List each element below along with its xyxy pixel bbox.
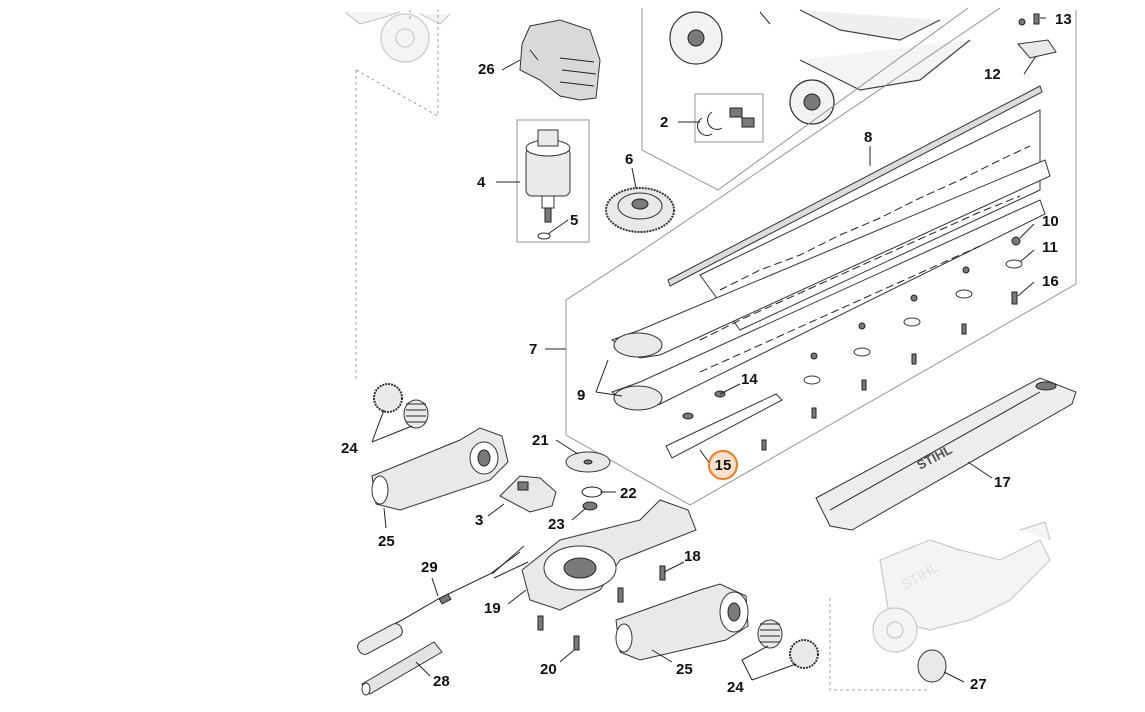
label-part-23: 23 (548, 516, 565, 533)
part-23-bearing[interactable] (582, 501, 598, 511)
label-part-25-lower: 25 (676, 661, 693, 678)
part-29-cable[interactable] (356, 545, 529, 656)
part-25-housing-upper[interactable] (371, 427, 509, 511)
part-5-oring[interactable] (537, 232, 551, 240)
label-part-16: 16 (1042, 273, 1059, 290)
part-26-cover[interactable] (519, 19, 601, 101)
part-28-tube[interactable] (361, 641, 443, 696)
label-part-24-upper: 24 (341, 440, 358, 457)
label-part-29: 29 (421, 559, 438, 576)
label-part-15-highlighted[interactable]: 15 (708, 450, 738, 480)
label-part-18: 18 (684, 548, 701, 565)
label-part-13: 13 (1055, 11, 1072, 28)
ghost-top-left-assembly (344, 11, 451, 63)
part-11-washer[interactable] (1005, 259, 1023, 269)
part-24-gear-upper[interactable] (373, 383, 429, 429)
reference-lines (355, 7, 1077, 691)
label-part-26: 26 (478, 61, 495, 78)
label-part-27: 27 (970, 676, 987, 693)
part-17-blade-guard[interactable]: STIHL (815, 377, 1077, 531)
label-part-8: 8 (864, 129, 873, 146)
part-2-brushes[interactable] (697, 107, 755, 136)
label-part-2: 2 (660, 114, 669, 131)
label-part-4: 4 (477, 174, 486, 191)
label-part-12: 12 (984, 66, 1001, 83)
part-19-gear-housing[interactable] (521, 499, 697, 611)
part-9-lower-blade[interactable] (610, 159, 1051, 411)
part-22-circlip[interactable] (581, 486, 603, 498)
part-24-gear-lower[interactable] (757, 619, 819, 669)
part-20-screw[interactable] (537, 615, 580, 651)
part-15-guide-plate[interactable] (665, 393, 783, 459)
label-part-14: 14 (741, 371, 758, 388)
part-13-screw[interactable] (1018, 13, 1040, 26)
part-10-nut[interactable] (1011, 236, 1021, 246)
part-16-screw[interactable] (1011, 291, 1018, 305)
label-part-24-lower: 24 (727, 679, 744, 696)
part-21-disc[interactable] (565, 451, 611, 473)
ghost-bottom-right-assembly: STIHL (872, 521, 1051, 653)
label-part-20: 20 (540, 661, 557, 678)
part-18-screw[interactable] (617, 565, 666, 603)
part-6-gear[interactable] (605, 187, 675, 233)
label-part-28: 28 (433, 673, 450, 690)
part-4-motor[interactable] (525, 129, 571, 223)
label-part-21: 21 (532, 432, 549, 449)
part-3-brush-holder[interactable] (499, 475, 557, 513)
part-27-cap[interactable] (917, 649, 947, 683)
ghost-top-center-assembly (669, 9, 971, 125)
part-25-housing-lower[interactable] (615, 583, 749, 661)
label-part-10: 10 (1042, 213, 1059, 230)
label-part-22: 22 (620, 485, 637, 502)
label-part-9: 9 (577, 387, 586, 404)
label-part-3: 3 (475, 512, 484, 529)
label-part-19: 19 (484, 600, 501, 617)
blade-fasteners (803, 266, 973, 419)
label-part-6: 6 (625, 151, 634, 168)
label-part-25-upper: 25 (378, 533, 395, 550)
part-14-spacer[interactable] (682, 390, 726, 420)
label-part-17: 17 (994, 474, 1011, 491)
label-part-11: 11 (1042, 239, 1058, 256)
part-12-clip[interactable] (1017, 39, 1057, 59)
label-part-7: 7 (529, 341, 538, 358)
label-part-5: 5 (570, 212, 579, 229)
